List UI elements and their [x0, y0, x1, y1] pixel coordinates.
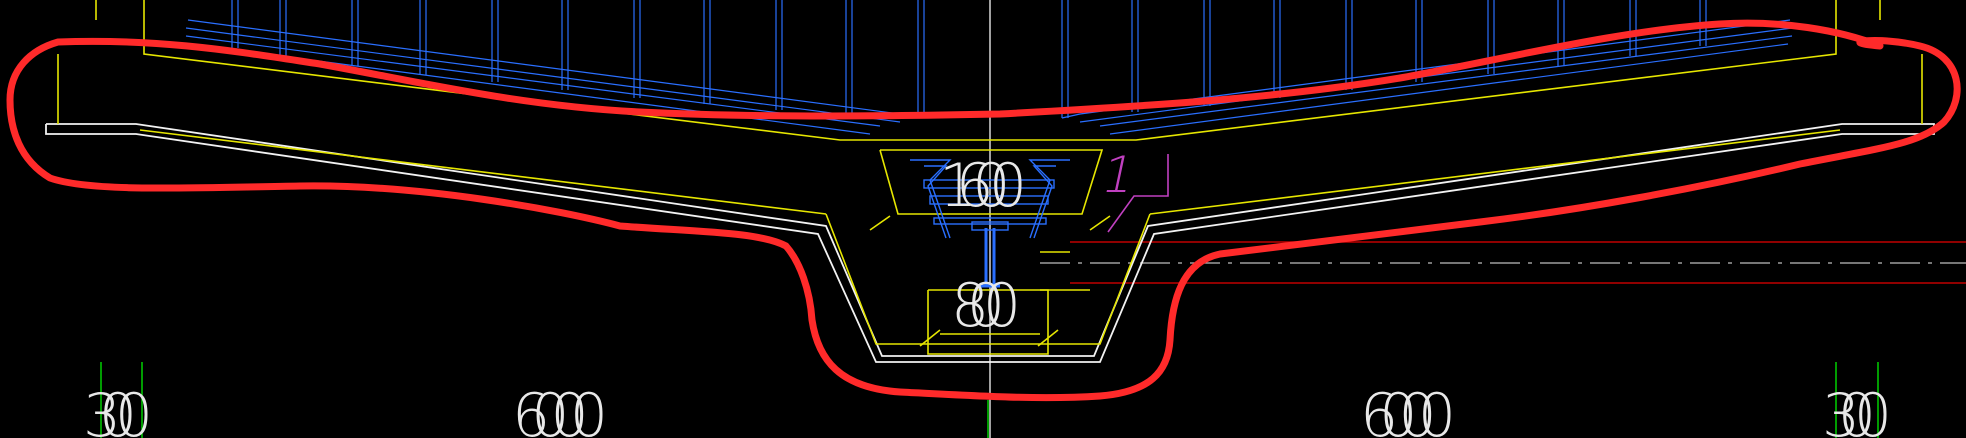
dim-pit-bottom-width: 800 — [951, 271, 1021, 341]
section-mark-label: 1 — [1097, 146, 1141, 204]
markup-freehand-outline — [6, 19, 1961, 402]
rebar-verticals-right — [1061, 0, 1707, 118]
dim-left-edge: 300 — [83, 381, 153, 438]
section-marker — [1107, 154, 1169, 233]
rebar-verticals-left — [231, 0, 925, 118]
dim-right-span: 6000 — [1360, 381, 1456, 438]
rebar-mat-right — [1061, 19, 1793, 135]
dim-right-edge: 300 — [1822, 381, 1892, 438]
dim-pit-top-width: 1600 — [939, 151, 1027, 221]
pit-rebar — [910, 159, 1070, 288]
dim-left-span: 6000 — [512, 381, 608, 438]
